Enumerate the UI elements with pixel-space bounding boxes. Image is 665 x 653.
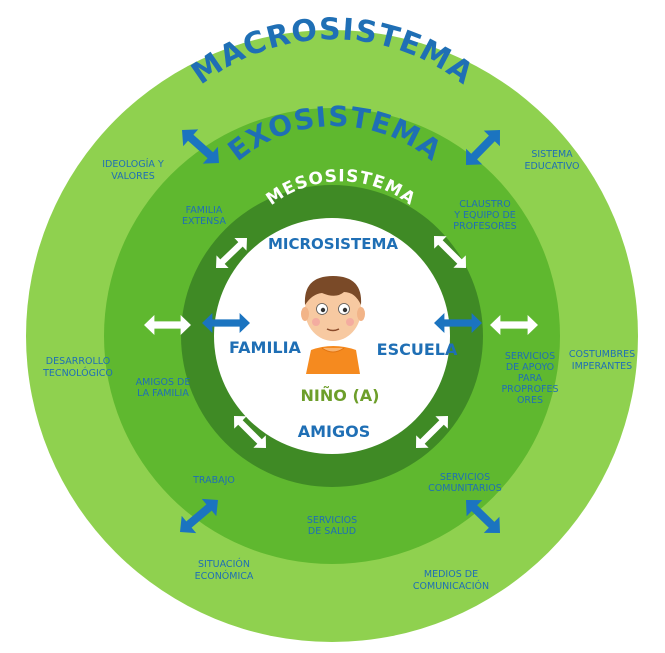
macro-item-line: COMUNICACIÓN	[413, 580, 489, 592]
exo-item-line: ORES	[517, 395, 543, 406]
macro-item-line: TECNOLÓGICO	[42, 367, 113, 379]
double-arrow-icon	[216, 238, 247, 268]
double-arrow-icon	[490, 315, 538, 335]
macro-item-line: COSTUMBRES	[569, 349, 635, 360]
exo-item-line: DE SALUD	[308, 526, 356, 537]
exo-item-line: DE APOYO	[506, 362, 554, 373]
exo-item: TRABAJO	[192, 475, 235, 486]
exo-item-line: COMUNITARIOS	[428, 483, 502, 494]
macro-item-line: IDEOLOGÍA Y	[102, 158, 164, 170]
exo-item-line: LA FAMILIA	[137, 388, 189, 399]
macro-item-line: DESARROLLO	[46, 356, 110, 367]
exo-item-line: AMIGOS DE	[136, 377, 191, 388]
exo-item-line: EXTENSA	[182, 216, 226, 227]
exo-item-line: TRABAJO	[192, 475, 235, 486]
double-arrow-icon	[466, 500, 500, 533]
double-arrow-icon	[434, 236, 466, 268]
double-arrow-icon	[234, 416, 266, 448]
child-label: NIÑO (A)	[301, 386, 380, 405]
double-arrow-icon	[466, 130, 500, 165]
exo-item-line: Y EQUIPO DE	[453, 210, 516, 221]
double-arrow-icon	[434, 313, 482, 333]
exo-item-line: PARA	[518, 373, 543, 384]
double-arrow-icon	[416, 416, 448, 448]
macro-item-line: VALORES	[111, 171, 154, 182]
school-label: ESCUELA	[377, 340, 458, 359]
double-arrow-icon	[144, 129, 538, 534]
macro-item-line: ECONÓMICA	[195, 570, 254, 582]
microsystem-title: MICROSISTEMA	[268, 235, 398, 253]
exo-item-line: SERVICIOS	[307, 515, 357, 526]
macro-item-line: SITUACIÓN	[198, 558, 250, 570]
double-arrow-icon	[182, 129, 219, 164]
exo-item-line: FAMILIA	[186, 205, 223, 216]
double-arrow-icon	[144, 315, 191, 335]
macro-item-line: EDUCATIVO	[524, 161, 579, 172]
macro-item-line: IMPERANTES	[572, 361, 632, 372]
double-arrow-icon	[180, 498, 218, 534]
exo-item-line: CLAUSTRO	[459, 199, 511, 210]
macro-item-line: SISTEMA	[531, 149, 573, 160]
exo-item-line: PROPROFES	[501, 384, 558, 395]
family-label: FAMILIA	[229, 338, 302, 357]
macro-item-line: MEDIOS DE	[424, 569, 478, 580]
friends-label: AMIGOS	[298, 422, 371, 441]
exo-item-line: PROFESORES	[453, 221, 516, 232]
exo-item-line: SERVICIOS	[440, 472, 490, 483]
double-arrow-icon	[202, 313, 250, 333]
exo-item-line: SERVICIOS	[505, 351, 555, 362]
child-face-icon	[301, 276, 365, 374]
